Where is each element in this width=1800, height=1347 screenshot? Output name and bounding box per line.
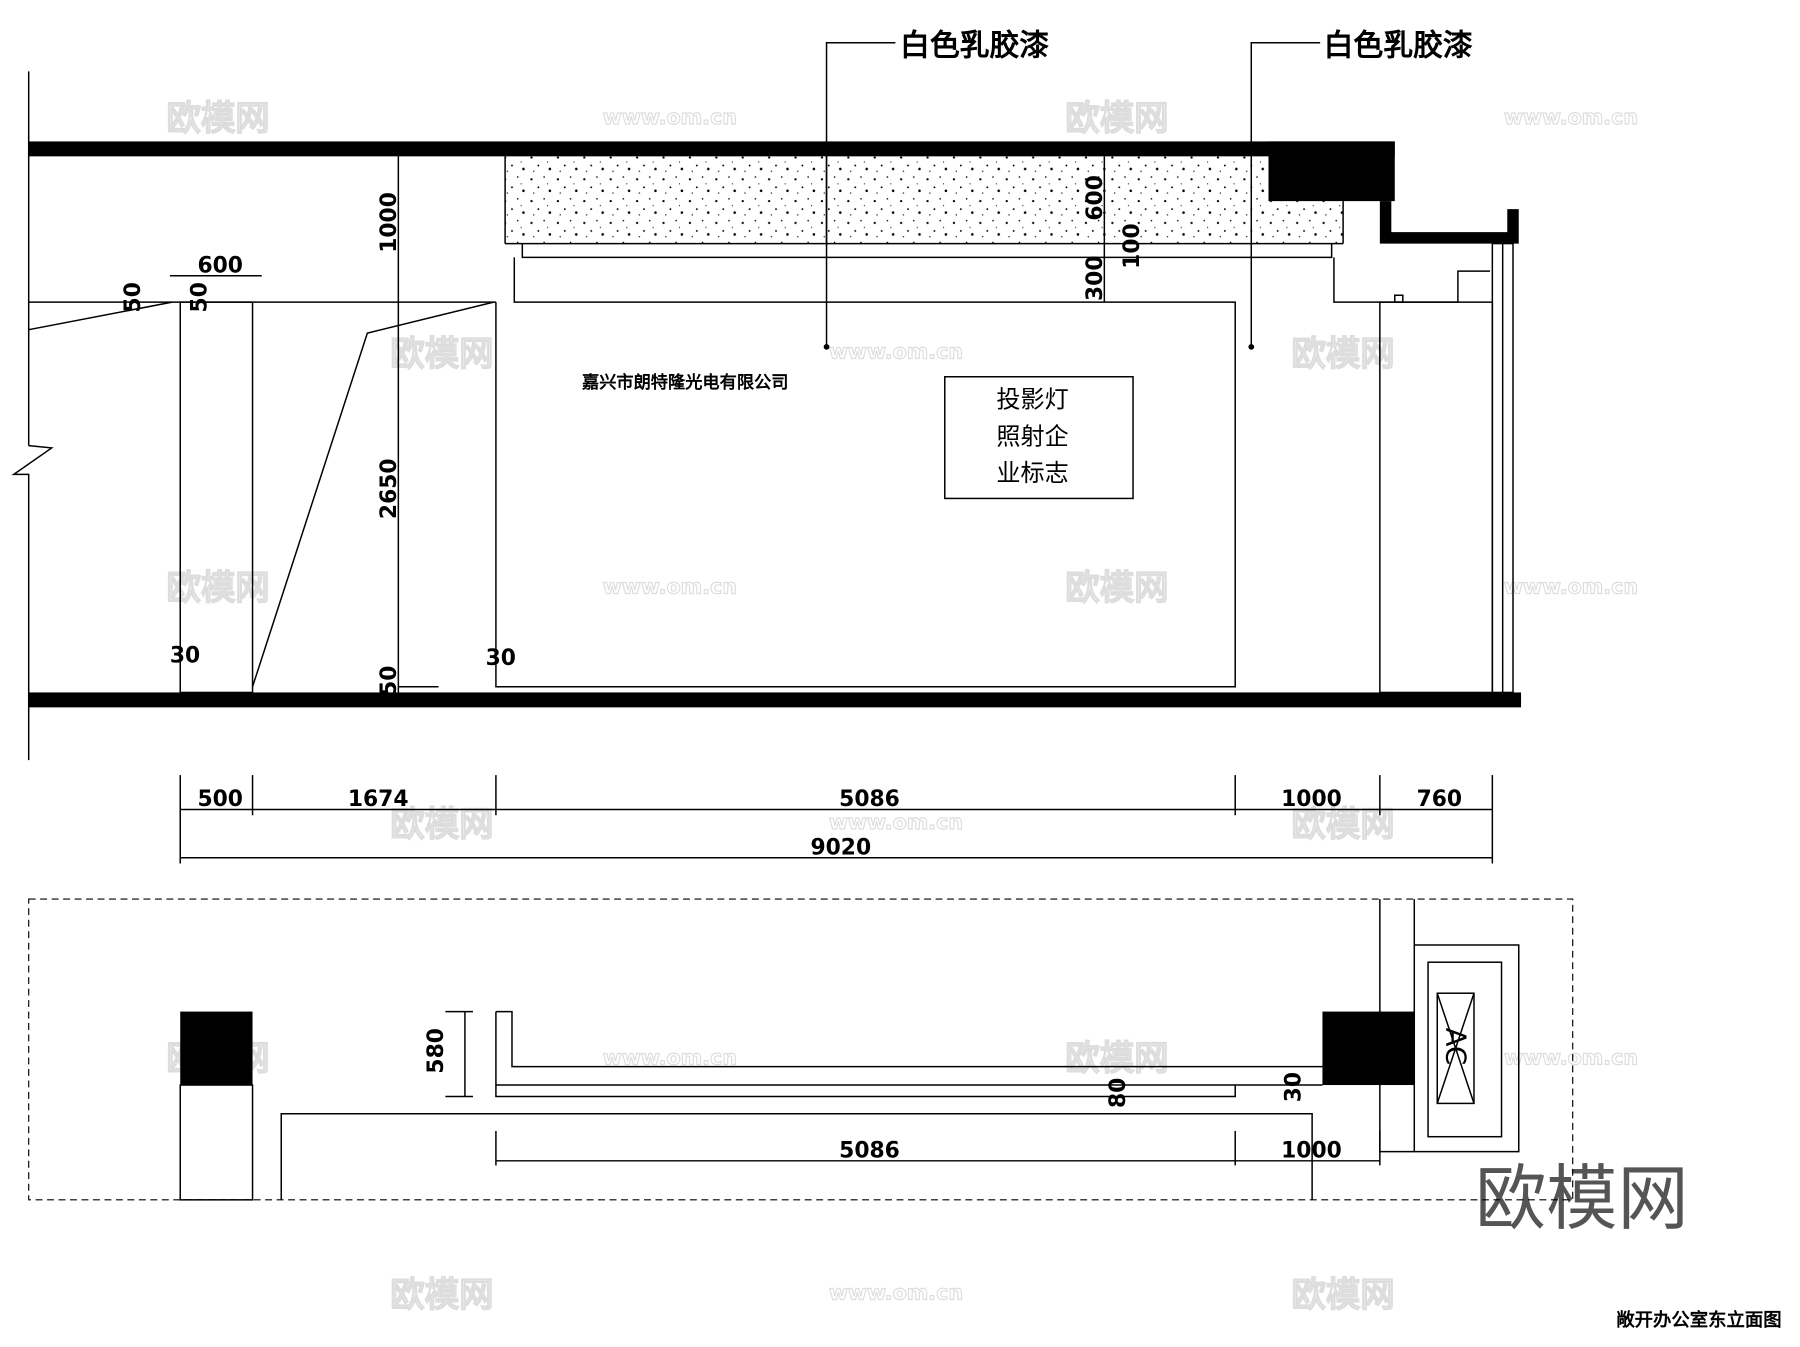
watermark-url: www.om.cn	[603, 575, 737, 599]
dim-30: 30	[486, 646, 516, 671]
watermark-logo: 欧模网	[390, 334, 493, 374]
dim-500: 500	[197, 787, 243, 812]
ac-unit	[1436, 992, 1475, 1105]
watermark-url: www.om.cn	[829, 810, 963, 834]
watermark-url: www.om.cn	[1504, 575, 1638, 599]
company-name: 嘉兴市朗特隆光电有限公司	[581, 372, 788, 393]
dim-300: 300	[1083, 255, 1108, 301]
dim-2650: 2650	[377, 458, 402, 519]
ceiling-stipple	[505, 156, 1269, 244]
plan-dim-1000: 1000	[1281, 1138, 1342, 1163]
plan: AC 580 80 30 5086 1000	[28, 898, 1574, 1201]
watermark-large-logo: 欧模网	[1475, 1157, 1688, 1240]
logo-sign-line-1: 投影灯	[996, 386, 1068, 414]
watermark-logo: 欧模网	[1291, 334, 1394, 374]
callout-paint-1: 白色乳胶漆	[900, 28, 1049, 63]
floor-slab	[28, 692, 1522, 708]
dim-600-width: 600	[197, 253, 243, 278]
watermark-logo: 欧模网	[166, 99, 269, 139]
watermark-logo: 欧模网	[1065, 568, 1168, 608]
plan-dim-5086: 5086	[839, 1138, 900, 1163]
dim-30: 30	[170, 644, 200, 669]
callout-paint-2: 白色乳胶漆	[1324, 28, 1473, 63]
watermark-logo: 欧模网	[390, 805, 493, 845]
dim-1000: 1000	[1281, 787, 1342, 812]
dim-760: 760	[1417, 787, 1462, 812]
dim-100: 100	[1120, 223, 1145, 269]
watermark-url: www.om.cn	[603, 1045, 737, 1069]
drawing-title: 敞开办公室东立面图	[1616, 1309, 1781, 1331]
column-right	[1322, 1011, 1415, 1086]
logo-sign-box	[944, 376, 1134, 500]
watermark-url: www.om.cn	[603, 105, 737, 129]
watermark-url: www.om.cn	[829, 1281, 963, 1305]
dim-80: 80	[1106, 1078, 1131, 1108]
dim-50: 50	[377, 666, 402, 696]
dim-9020-total: 9020	[810, 835, 871, 860]
watermark-url: www.om.cn	[1504, 105, 1638, 129]
ac-label: AC	[1439, 1028, 1471, 1066]
watermark-logo: 欧模网	[1291, 805, 1394, 845]
logo-sign-line-2: 照射企	[996, 422, 1068, 450]
dim-1000: 1000	[377, 192, 402, 253]
watermark-logo: 欧模网	[166, 568, 269, 608]
dim-5086: 5086	[839, 787, 900, 812]
elevation: 投影灯 照射企 业标志 嘉兴市朗特隆光电有限公司 白色乳胶漆 白色乳胶漆 100…	[11, 28, 1522, 864]
watermark-url: www.om.cn	[829, 339, 963, 363]
beam	[1268, 141, 1395, 202]
dim-600: 600	[1083, 175, 1108, 221]
dim-580: 580	[424, 1028, 449, 1074]
column-left	[180, 1011, 253, 1086]
logo-sign-line-3: 业标志	[996, 459, 1068, 487]
dim-50: 50	[121, 282, 146, 312]
dim-30: 30	[1282, 1072, 1307, 1102]
watermark-logo: 欧模网	[1291, 1276, 1394, 1316]
watermark-logo: 欧模网	[1065, 99, 1168, 139]
watermark-url: www.om.cn	[1504, 1045, 1638, 1069]
dim-1674: 1674	[348, 787, 409, 812]
watermark-logo: 欧模网	[390, 1276, 493, 1316]
ceiling-slab	[28, 141, 1395, 157]
dim-50: 50	[188, 282, 213, 312]
watermark-logo: 欧模网	[1065, 1039, 1168, 1079]
